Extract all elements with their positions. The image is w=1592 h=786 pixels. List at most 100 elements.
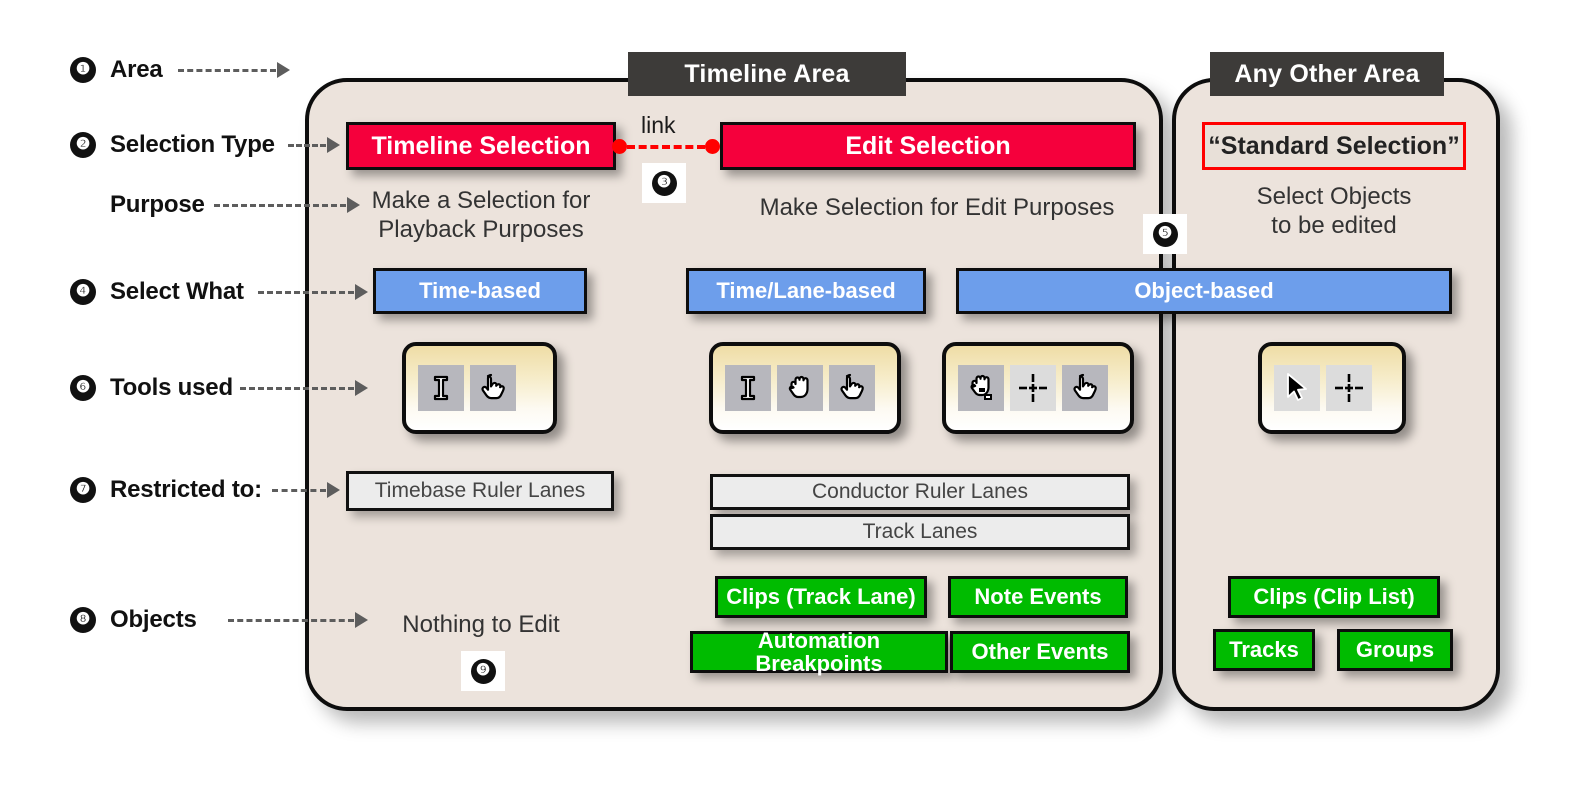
arrow-select-what-head	[355, 284, 368, 300]
move-crosshair-icon[interactable]	[1010, 365, 1056, 411]
row-label-restricted-to: ❼ Restricted to:	[70, 473, 262, 507]
object-note-events[interactable]: Note Events	[948, 576, 1128, 618]
tool-palette-edit-selection[interactable]	[709, 342, 901, 434]
row-label-select-what-text: Select What	[110, 278, 244, 305]
object-clips-clip-list[interactable]: Clips (Clip List)	[1228, 576, 1440, 618]
arrow-selection-type	[288, 137, 340, 153]
area-tab-other-label: Any Other Area	[1234, 59, 1420, 88]
restricted-conductor-ruler-lanes[interactable]: Conductor Ruler Lanes	[710, 474, 1130, 510]
area-tab-timeline: Timeline Area	[628, 52, 906, 96]
object-automation-breakpoints-label: Automation Breakpoints	[755, 627, 883, 676]
badge-9: ❾	[470, 658, 496, 684]
link-dot-right	[705, 139, 720, 154]
restricted-track-label: Track Lanes	[862, 519, 978, 543]
row-label-tools-used-text: Tools used	[110, 374, 233, 401]
arrow-selection-type-dash	[288, 143, 326, 147]
arrow-purpose	[214, 197, 360, 213]
badge-7: ❼	[70, 477, 96, 503]
timeline-selection-label: Timeline Selection	[371, 131, 591, 160]
purpose-other-text: Select Objects to be edited	[1202, 182, 1466, 241]
object-clips-track-lane-label: Clips (Track Lane)	[726, 584, 916, 610]
object-note-events-label: Note Events	[974, 584, 1102, 610]
badge-3: ❸	[651, 170, 677, 196]
restricted-timebase-label: Timebase Ruler Lanes	[374, 478, 586, 502]
purpose-edit-text: Make Selection for Edit Purposes	[759, 194, 1115, 221]
row-label-selection-type: ❷ Selection Type	[70, 128, 275, 162]
objects-nothing-to-edit: Nothing to Edit	[402, 611, 560, 638]
row-label-area: ❶ Area	[70, 53, 163, 87]
link-label: link	[641, 112, 676, 138]
restricted-track-lanes[interactable]: Track Lanes	[710, 514, 1130, 550]
badge-2: ❷	[70, 132, 96, 158]
edit-selection-label: Edit Selection	[845, 131, 1011, 160]
arrow-purpose-head	[347, 197, 360, 213]
row-label-select-what: ❹ Select What	[70, 275, 244, 309]
standard-selection-box[interactable]: “Standard Selection”	[1202, 122, 1466, 170]
arrow-purpose-dash	[214, 203, 346, 207]
object-clips-track-lane[interactable]: Clips (Track Lane)	[715, 576, 927, 618]
select-what-time-based-label: Time-based	[419, 278, 541, 304]
purpose-timeline-text: Make a Selection for Playback Purposes	[356, 186, 606, 245]
i-beam-cursor-icon[interactable]	[725, 365, 771, 411]
object-other-events-label: Other Events	[971, 639, 1109, 665]
badge-8: ❽	[70, 607, 96, 633]
callout-9: ❾	[461, 651, 505, 691]
object-automation-breakpoints[interactable]: Automation Breakpoints	[690, 627, 948, 676]
timeline-selection-box[interactable]: Timeline Selection	[346, 122, 616, 170]
pointing-hand-cursor-icon[interactable]	[829, 365, 875, 411]
badge-1: ❶	[70, 57, 96, 83]
edit-selection-box[interactable]: Edit Selection	[720, 122, 1136, 170]
badge-6: ❻	[70, 375, 96, 401]
select-what-object-based[interactable]: Object-based	[956, 268, 1452, 314]
selection-link-connector	[612, 139, 720, 154]
row-label-purpose-text: Purpose	[110, 191, 205, 218]
object-other-events[interactable]: Other Events	[950, 631, 1130, 673]
pointing-hand-cursor-icon[interactable]	[470, 365, 516, 411]
select-what-time-based[interactable]: Time-based	[373, 268, 587, 314]
row-label-objects-text: Objects	[110, 606, 197, 633]
arrow-area-head	[277, 62, 290, 78]
select-what-time-lane-based[interactable]: Time/Lane-based	[686, 268, 926, 314]
arrow-objects-head	[355, 612, 368, 628]
select-what-time-lane-based-label: Time/Lane-based	[716, 278, 896, 304]
object-clips-clip-list-label: Clips (Clip List)	[1253, 584, 1415, 610]
object-tracks-label: Tracks	[1229, 637, 1299, 663]
arrow-restricted-to-dash	[272, 488, 326, 492]
object-groups-label: Groups	[1355, 637, 1435, 663]
pointing-hand-cursor-icon[interactable]	[1062, 365, 1108, 411]
object-groups[interactable]: Groups	[1337, 629, 1453, 671]
row-label-tools-used: ❻ Tools used	[70, 371, 233, 405]
link-dot-left	[612, 139, 627, 154]
arrow-area	[178, 62, 290, 78]
arrow-tools-used	[240, 380, 368, 396]
tool-palette-object-edit[interactable]	[942, 342, 1134, 434]
move-crosshair-icon[interactable]	[1326, 365, 1372, 411]
grab-hand-object-cursor-icon[interactable]	[958, 365, 1004, 411]
standard-selection-label: “Standard Selection”	[1208, 131, 1460, 160]
area-tab-other: Any Other Area	[1210, 52, 1444, 96]
arrow-objects	[228, 612, 368, 628]
arrow-select-what	[258, 284, 368, 300]
purpose-timeline-line1: Make a Selection for	[371, 187, 591, 214]
row-label-area-text: Area	[110, 56, 163, 83]
link-dashed-line	[627, 144, 705, 149]
arrow-selection-type-head	[327, 137, 340, 153]
badge-5: ❺	[1152, 221, 1178, 247]
purpose-timeline-line2: Playback Purposes	[378, 216, 584, 244]
select-what-object-based-label: Object-based	[1134, 278, 1274, 304]
restricted-timebase-ruler-lanes[interactable]: Timebase Ruler Lanes	[346, 471, 614, 511]
row-label-purpose: Purpose	[110, 188, 205, 222]
i-beam-cursor-icon[interactable]	[418, 365, 464, 411]
tool-palette-timeline-selection[interactable]	[402, 342, 557, 434]
badge-4: ❹	[70, 279, 96, 305]
object-tracks[interactable]: Tracks	[1213, 629, 1315, 671]
callout-5: ❺	[1143, 214, 1187, 254]
row-label-restricted-to-text: Restricted to:	[110, 476, 262, 503]
grab-hand-cursor-icon[interactable]	[777, 365, 823, 411]
purpose-other-line1: Select Objects	[1256, 183, 1412, 210]
arrow-pointer-icon[interactable]	[1274, 365, 1320, 411]
callout-3: ❸	[642, 163, 686, 203]
arrow-objects-dash	[228, 618, 354, 622]
tool-palette-standard[interactable]	[1258, 342, 1406, 434]
